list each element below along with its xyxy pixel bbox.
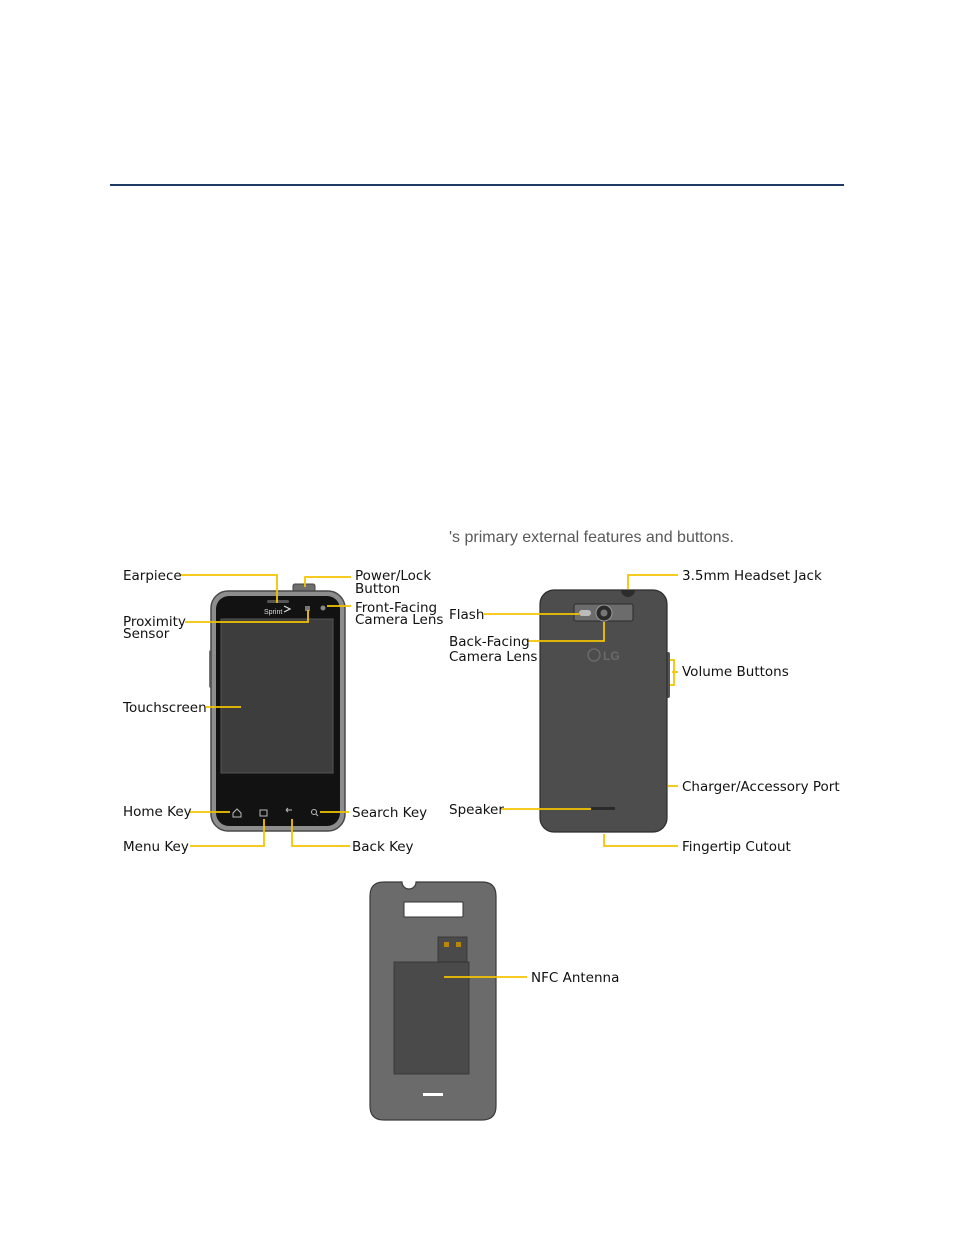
flash-label: Flash [449,607,484,623]
back-phone: LG [539,589,670,833]
back-camera-label-1: Back-Facing [449,634,530,650]
nfc-antenna-area [393,961,470,1075]
back-labels: 3.5mm Headset Jack Flash Back-Facing Cam… [449,568,840,855]
headset-jack-label: 3.5mm Headset Jack [682,568,822,584]
camera-cutout [403,901,464,918]
front-camera-label-2: Camera Lens [355,612,443,628]
touchscreen-area [220,618,334,774]
front-camera-label-1: Front-Facing [355,600,437,616]
intro-text: 's primary external features and buttons… [449,529,734,546]
home-key-icon [232,808,242,818]
front-camera-dot [320,605,326,611]
charger-port-label: Charger/Accessory Port [682,779,840,795]
back-callouts [484,574,678,847]
headset-jack-notch [621,590,635,597]
power-lock-label-2: Button [355,581,400,597]
home-key-label: Home Key [123,804,192,820]
proximity-label-2: Sensor [123,626,170,642]
front-phone: Sprint [209,583,346,832]
header-rule [110,184,844,186]
front-callouts [180,574,351,847]
front-labels: Earpiece Power/Lock Button Proximity Sen… [122,568,443,855]
sprint-logo: Sprint [264,609,282,616]
battery-cover [369,881,497,1121]
lg-logo-mark [587,648,601,662]
earpiece-label: Earpiece [123,568,182,584]
search-key-label: Search Key [352,805,427,821]
nfc-contact-pad [437,936,468,963]
menu-key-label: Menu Key [123,839,189,855]
earpiece-slot [267,600,289,603]
proximity-sensor-dot [305,606,310,611]
lg-logo: LG [603,649,620,663]
speaker-label: Speaker [449,802,504,818]
back-camera-label-2: Camera Lens [449,649,537,665]
proximity-label-1: Proximity [123,614,186,630]
fingertip-cutout-label: Fingertip Cutout [682,839,791,855]
search-key-icon [311,809,317,815]
touchscreen-label: Touchscreen [122,700,207,716]
flash-shape [579,610,591,616]
back-body [539,589,668,833]
nfc-antenna-label: NFC Antenna [531,970,619,986]
speaker-grille [591,807,615,810]
sprint-logo-mark [283,605,292,613]
volume-buttons-label: Volume Buttons [682,664,789,680]
cover-slot [423,1093,443,1096]
menu-key-icon [259,809,268,817]
back-key-icon [285,807,292,813]
back-key-label: Back Key [352,839,414,855]
power-lock-label-1: Power/Lock [355,568,431,584]
